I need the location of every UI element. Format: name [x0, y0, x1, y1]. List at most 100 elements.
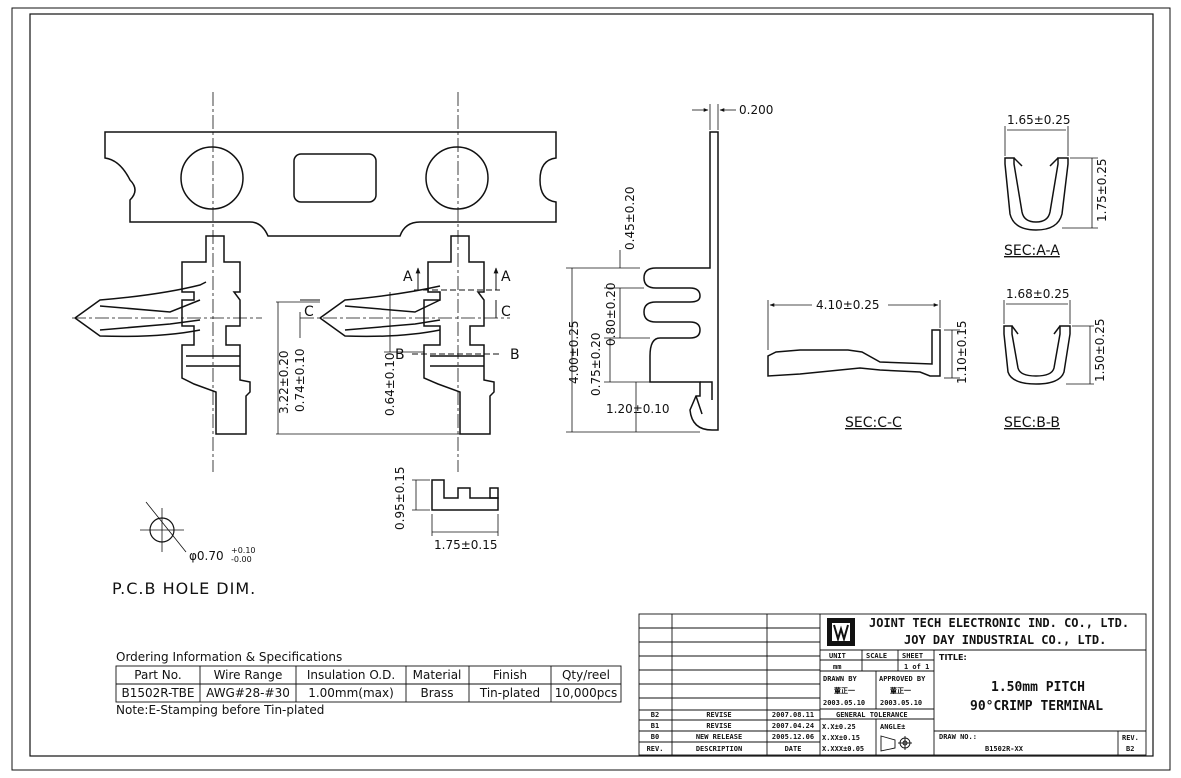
- ordering-header-material: Material: [413, 668, 462, 682]
- dim-0-74: 0.74±0.10: [293, 349, 307, 413]
- ordering-cell-finish: Tin-plated: [479, 686, 540, 700]
- general-tolerance-label: GENERAL TOLERANCE: [836, 711, 908, 719]
- section-c-c-label: SEC:C-C: [845, 415, 902, 431]
- ordering-cell-qty: 10,000pcs: [555, 686, 617, 700]
- rev-row-3-rev: B0: [651, 733, 659, 741]
- drawn-by-date: 2003.05.10: [823, 699, 865, 707]
- main-view-dimension-lines: [276, 292, 460, 435]
- dim-3-22: 3.22±0.20: [277, 351, 291, 415]
- tolerance-3: X.XXX±0.05: [822, 745, 864, 753]
- strip-top-view: [74, 131, 557, 435]
- ordering-note: Note:E-Stamping before Tin-plated: [116, 703, 324, 717]
- ordering-table-grid: [115, 665, 622, 703]
- dim-0-64: 0.64±0.10: [383, 353, 397, 417]
- drawn-by-name: 董正一: [834, 686, 855, 695]
- ordering-header-insulation: Insulation O.D.: [307, 668, 395, 682]
- dim-4-10: 4.10±0.25: [816, 298, 880, 312]
- ordering-header-wire-range: Wire Range: [214, 668, 283, 682]
- section-a-a-view: [1004, 157, 1069, 231]
- dim-0-95: 0.95±0.15: [393, 467, 407, 531]
- dim-0-200: 0.200: [739, 103, 773, 117]
- section-b-b-dimension-lines: [1003, 300, 1094, 385]
- dim-1-75-sec: 1.75±0.25: [1095, 159, 1109, 223]
- rev-row-2-desc: REVISE: [706, 722, 731, 730]
- section-a-a-dimension-lines: [1004, 126, 1098, 229]
- approved-by-label: APPROVED BY: [879, 675, 926, 683]
- dim-1-50: 1.50±0.25: [1093, 319, 1107, 383]
- pcb-hole-tol-lower: -0.00: [231, 555, 252, 564]
- mark-c-left: C: [304, 304, 314, 320]
- outer-border: [11, 7, 1171, 771]
- mark-b-right: B: [510, 347, 520, 363]
- dim-1-10: 1.10±0.15: [955, 321, 969, 385]
- angle-label: ANGLE±: [880, 723, 905, 731]
- ordering-header-part-no: Part No.: [134, 668, 181, 682]
- rev-row-2-date: 2007.04.24: [772, 722, 814, 730]
- sheet-value: 1 of 1: [904, 663, 929, 671]
- projection-symbol-icon: [880, 735, 912, 752]
- section-b-b-view: [1003, 325, 1071, 385]
- title-label: TITLE:: [939, 653, 967, 662]
- draw-no-value: B1502R-XX: [985, 745, 1024, 753]
- ordering-heading: Ordering Information & Specifications: [116, 650, 342, 664]
- company-logo: [827, 618, 855, 646]
- ordering-cell-wire-range: AWG#28-#30: [206, 686, 290, 700]
- section-a-a-label: SEC:A-A: [1004, 243, 1060, 259]
- pcb-hole-diameter: φ0.70: [189, 549, 224, 563]
- title-block-grid: [638, 613, 1147, 756]
- company-name-1: JOINT TECH ELECTRONIC IND. CO., LTD.: [869, 616, 1129, 630]
- section-c-c-view: [767, 329, 941, 377]
- dim-0-75: 0.75±0.20: [589, 333, 603, 397]
- approved-by-date: 2003.05.10: [880, 699, 922, 707]
- title-line-1: 1.50mm PITCH: [991, 680, 1085, 695]
- section-markers: [300, 267, 500, 355]
- pcb-hole-tol-upper: +0.10: [231, 546, 256, 555]
- ordering-cell-material: Brass: [420, 686, 453, 700]
- rev-row-1-desc: REVISE: [706, 711, 731, 719]
- side-view-dimension-lines: [566, 104, 736, 433]
- crimp-side-view: [412, 479, 499, 536]
- rev-row-3-date: 2005.12.06: [772, 733, 814, 741]
- mark-c-right: C: [501, 304, 511, 320]
- approved-by-name: 董正一: [890, 686, 911, 695]
- ordering-header-finish: Finish: [493, 668, 527, 682]
- mark-b-left: B: [395, 347, 405, 363]
- rev-row-1-rev: B2: [651, 711, 659, 719]
- pcb-hole-label: P.C.B HOLE DIM.: [112, 579, 256, 598]
- mark-a-left: A: [403, 269, 413, 285]
- tolerance-2: X.XX±0.15: [822, 734, 860, 742]
- section-c-c-dimension-lines: [767, 300, 960, 379]
- dim-0-80: 0.80±0.20: [604, 283, 618, 347]
- ordering-header-qty: Qty/reel: [562, 668, 610, 682]
- dim-1-65: 1.65±0.25: [1007, 113, 1071, 127]
- centerlines: [72, 92, 510, 472]
- pcb-hole-symbol: [140, 501, 187, 553]
- rev-row-3-desc: NEW RELEASE: [696, 733, 742, 741]
- drawn-by-label: DRAWN BY: [823, 675, 858, 683]
- mark-a-right: A: [501, 269, 511, 285]
- dim-4-00: 4.00±0.25: [567, 321, 581, 385]
- sheet-label: SHEET: [902, 652, 923, 660]
- scale-label: SCALE: [866, 652, 887, 660]
- ordering-cell-part-no: B1502R-TBE: [122, 686, 195, 700]
- inner-border: [29, 13, 1154, 757]
- dim-1-68: 1.68±0.25: [1006, 287, 1070, 301]
- unit-value: mm: [833, 663, 841, 671]
- dim-0-45: 0.45±0.20: [623, 187, 637, 251]
- tolerance-1: X.X±0.25: [822, 723, 856, 731]
- section-b-b-label: SEC:B-B: [1004, 415, 1060, 431]
- rev-header-rev: REV.: [647, 745, 664, 753]
- draw-no-label: DRAW NO.:: [939, 733, 977, 741]
- rev-row-2-rev: B1: [651, 722, 659, 730]
- company-name-2: JOY DAY INDUSTRIAL CO., LTD.: [904, 633, 1106, 647]
- rev-value-block: B2: [1126, 745, 1134, 753]
- rev-header-date: DATE: [785, 745, 802, 753]
- rev-header-description: DESCRIPTION: [696, 745, 742, 753]
- title-line-2: 90°CRIMP TERMINAL: [970, 699, 1103, 714]
- unit-label: UNIT: [829, 652, 846, 660]
- dim-1-20: 1.20±0.10: [606, 402, 670, 416]
- rev-label-block: REV.: [1122, 734, 1139, 742]
- side-profile-view: [643, 131, 719, 431]
- rev-row-1-date: 2007.08.11: [772, 711, 814, 719]
